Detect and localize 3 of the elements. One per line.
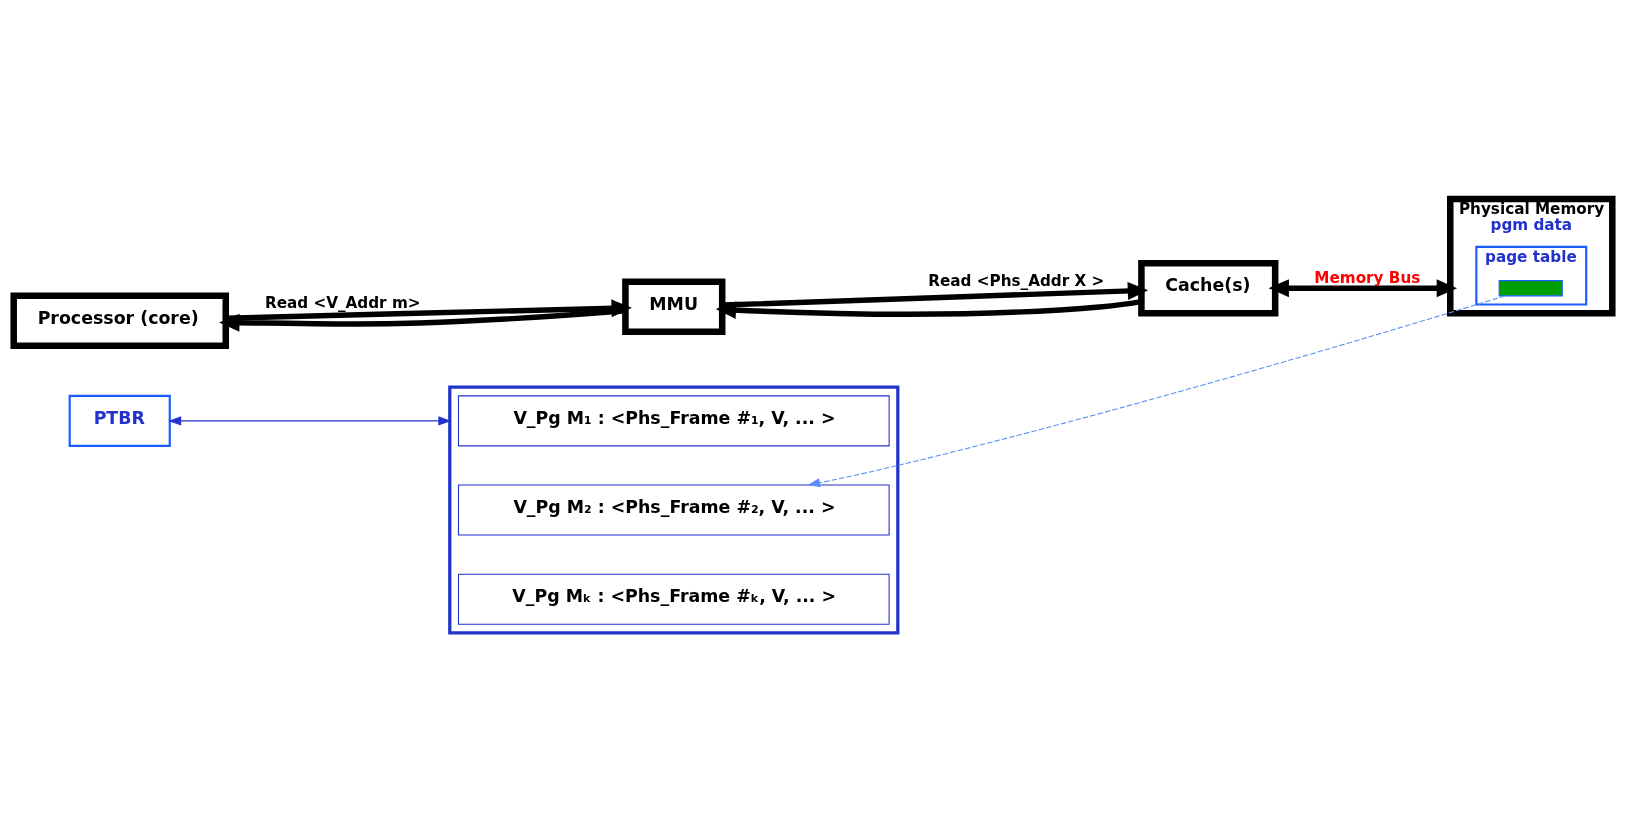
edge-label: Memory Bus (1314, 269, 1421, 287)
edge-label: Read <V_Addr m> (264, 294, 421, 313)
edge-label: Read <Phs_Addr X > (928, 272, 1105, 291)
